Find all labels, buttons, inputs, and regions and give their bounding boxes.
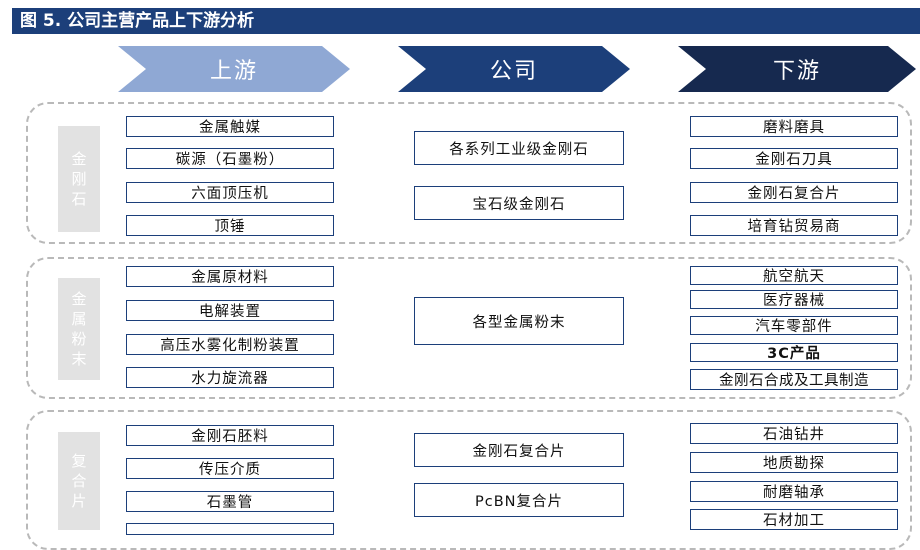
company-product: PcBN复合片	[414, 483, 624, 517]
company-product: 各型金属粉末	[414, 297, 624, 345]
group-diamond	[26, 102, 912, 244]
downstream-item: 地质勘探	[690, 452, 898, 473]
company-product: 各系列工业级金刚石	[414, 131, 624, 165]
downstream-item: 金刚石刀具	[690, 148, 898, 169]
upstream-item: 金属触媒	[126, 116, 334, 137]
downstream-item: 金刚石复合片	[690, 182, 898, 203]
downstream-item: 耐磨轴承	[690, 481, 898, 502]
downstream-item: 金刚石合成及工具制造	[690, 369, 898, 390]
upstream-item: 金属原材料	[126, 266, 334, 287]
downstream-item: 磨料磨具	[690, 116, 898, 137]
group-metal-powder	[26, 257, 912, 399]
upstream-item: 传压介质	[126, 458, 334, 479]
group-label-diamond: 金 刚 石	[58, 126, 100, 232]
downstream-item: 汽车零部件	[690, 316, 898, 335]
stage-downstream: 下游	[678, 46, 916, 92]
upstream-item: 高压水雾化制粉装置	[126, 334, 334, 355]
stage-company: 公司	[398, 46, 630, 92]
downstream-item: 3C产品	[690, 343, 898, 362]
upstream-item-partial	[126, 523, 334, 535]
company-product: 金刚石复合片	[414, 433, 624, 467]
figure-title: 图 5. 公司主营产品上下游分析	[12, 8, 920, 34]
upstream-item: 金刚石胚料	[126, 425, 334, 446]
downstream-item: 培育钻贸易商	[690, 215, 898, 236]
upstream-item: 水力旋流器	[126, 367, 334, 388]
upstream-item: 石墨管	[126, 491, 334, 512]
group-label-composite: 复 合 片	[58, 432, 100, 530]
upstream-item: 顶锤	[126, 215, 334, 236]
downstream-item: 石油钻井	[690, 423, 898, 444]
downstream-item: 航空航天	[690, 266, 898, 285]
upstream-item: 碳源（石墨粉）	[126, 148, 334, 169]
company-product: 宝石级金刚石	[414, 186, 624, 220]
group-label-metal-powder: 金 属 粉 末	[58, 278, 100, 380]
upstream-item: 六面顶压机	[126, 182, 334, 203]
stage-upstream: 上游	[118, 46, 350, 92]
downstream-item: 石材加工	[690, 509, 898, 530]
downstream-item: 医疗器械	[690, 290, 898, 309]
upstream-item: 电解装置	[126, 300, 334, 321]
